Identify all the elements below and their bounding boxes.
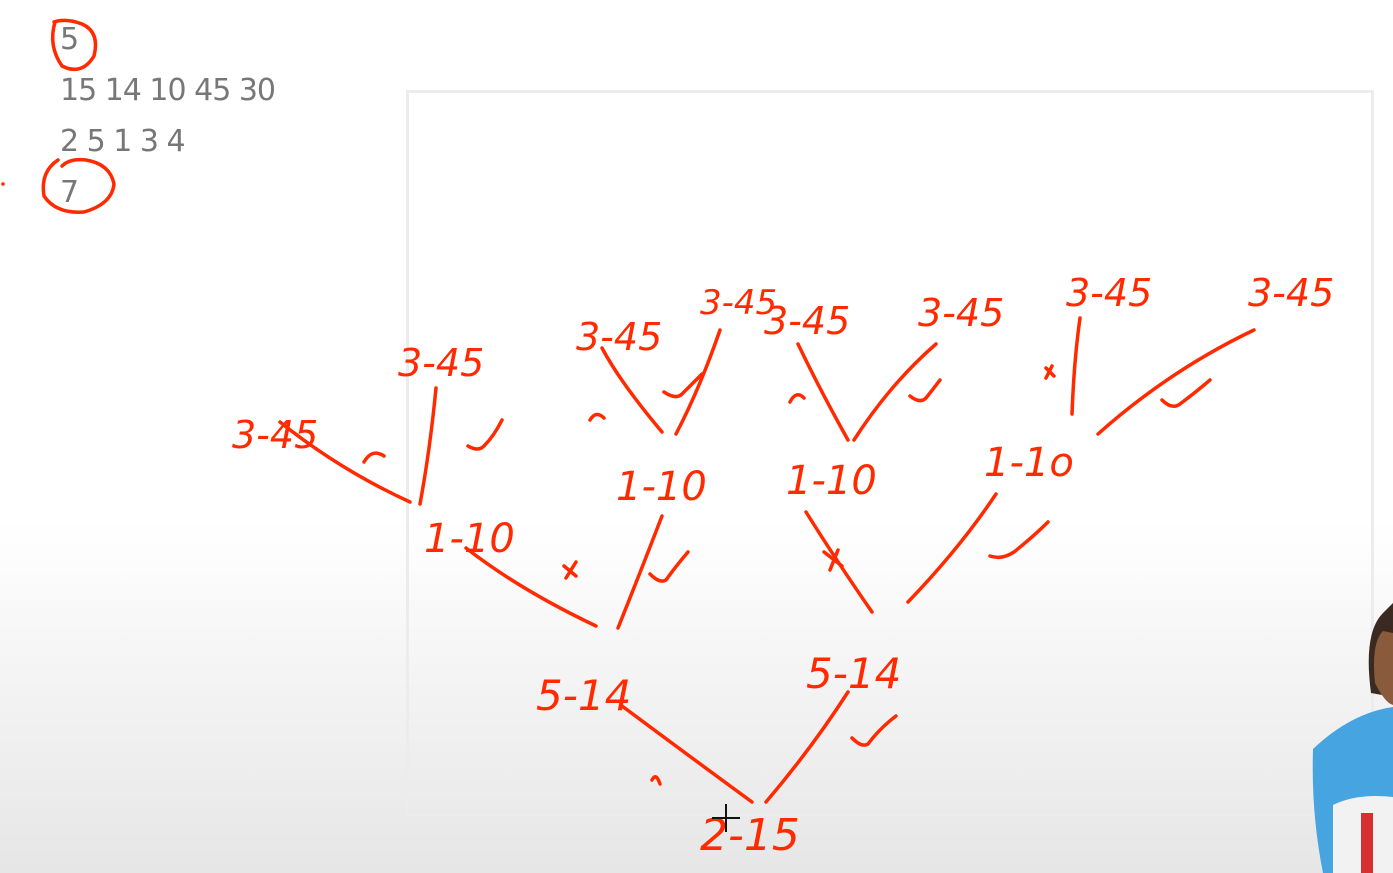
edge-l1a-right <box>616 514 664 630</box>
crosshair-cursor-icon <box>712 804 740 832</box>
edge-l1b-right <box>906 492 998 604</box>
check-mark-l2d <box>1160 378 1212 408</box>
input-line-k: 7 <box>60 175 79 210</box>
cross-mark-l2c <box>788 393 806 404</box>
input-line-n: 5 <box>60 22 79 57</box>
cross-mark-l2a <box>362 451 386 464</box>
node-l3-7: 3-45 <box>1066 271 1152 315</box>
node-l3-1: 3-45 <box>232 413 318 457</box>
cross-mark-l2b <box>588 412 606 422</box>
node-l3-4: 3-45 <box>700 283 777 323</box>
cross-mark-l1b <box>822 548 844 572</box>
edge-l2c-left <box>796 342 850 442</box>
edge-l2d-right <box>1096 328 1256 436</box>
node-l2-3: 1-10 <box>786 458 877 504</box>
edge-l2c-right <box>852 342 938 442</box>
check-mark-root <box>850 714 898 747</box>
node-l2-4: 1-1o <box>984 440 1074 486</box>
stray-dot <box>1 182 5 186</box>
check-mark-l2c <box>908 378 942 403</box>
cross-mark-l2d <box>1044 364 1056 380</box>
cross-mark-root <box>650 775 662 786</box>
edge-l2a-left <box>278 420 412 504</box>
node-l2-1: 1-10 <box>424 516 515 562</box>
edge-l1a-left <box>464 546 598 628</box>
node-l3-5: 3-45 <box>764 299 850 343</box>
check-mark-l2b <box>662 372 704 399</box>
edge-l2b-right <box>674 328 722 436</box>
sample-input: 5 15 14 10 45 30 2 5 1 3 4 7 <box>60 14 276 218</box>
drawing-frame <box>406 90 1374 816</box>
edge-l2a-right <box>418 386 438 506</box>
node-l1-left: 5-14 <box>536 671 631 720</box>
node-l3-8: 3-45 <box>1248 271 1334 315</box>
node-l1-right: 5-14 <box>806 649 901 698</box>
edge-root-left <box>620 704 754 804</box>
check-mark-l2a <box>466 418 504 451</box>
edge-l2b-left <box>600 346 664 434</box>
node-l3-3: 3-45 <box>576 315 662 359</box>
node-l3-6: 3-45 <box>918 291 1004 335</box>
circle-annotation-7 <box>41 157 116 214</box>
check-mark-l1b <box>988 520 1050 560</box>
node-l3-2: 3-45 <box>398 341 484 385</box>
circle-annotation-5 <box>50 18 98 72</box>
node-l2-2: 1-10 <box>616 464 707 510</box>
cross-mark-l1a <box>562 560 578 580</box>
input-line-values: 15 14 10 45 30 <box>60 73 276 108</box>
input-line-order: 2 5 1 3 4 <box>60 124 186 159</box>
edge-l2d-left <box>1070 316 1082 416</box>
check-mark-l1a <box>648 550 690 583</box>
presenter-webcam <box>1312 603 1393 873</box>
edge-root-right <box>764 690 850 804</box>
